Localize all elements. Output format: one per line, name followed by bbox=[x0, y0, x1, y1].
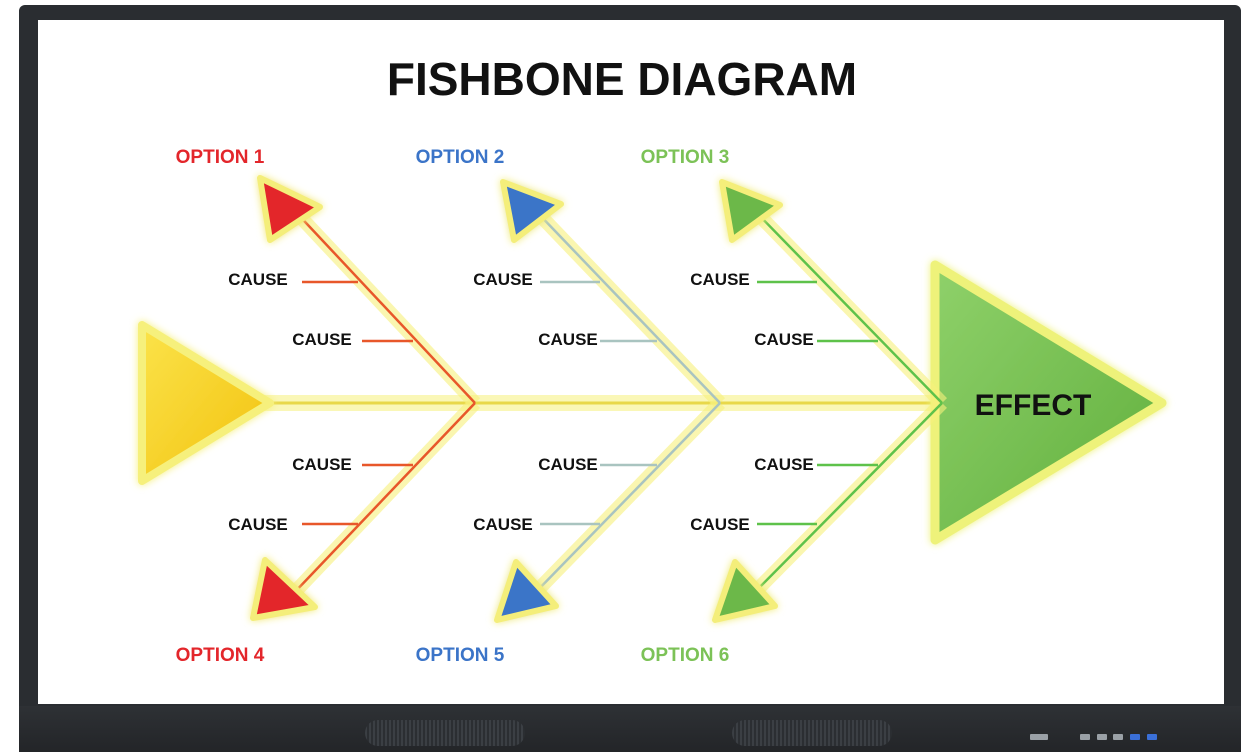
cause-label: CAUSE bbox=[690, 515, 750, 534]
cause-label: CAUSE bbox=[538, 330, 598, 349]
option-5-label: OPTION 5 bbox=[416, 645, 505, 666]
cause-label: CAUSE bbox=[228, 270, 288, 289]
io-port bbox=[1080, 734, 1090, 740]
option-2-label: OPTION 2 bbox=[416, 147, 505, 168]
option-3-label: OPTION 3 bbox=[641, 147, 730, 168]
cause-label: CAUSE bbox=[473, 515, 533, 534]
right-speaker-grille bbox=[732, 720, 892, 746]
option-2-arrowhead bbox=[500, 179, 564, 243]
option-4-arrowhead bbox=[250, 557, 318, 621]
cause-label: CAUSE bbox=[690, 270, 750, 289]
option-4-label: OPTION 4 bbox=[176, 645, 265, 666]
io-port bbox=[1097, 734, 1107, 740]
fish-head-triangle bbox=[138, 321, 274, 485]
monitor-bottom-bezel bbox=[19, 706, 1241, 752]
branch-green bbox=[712, 179, 948, 623]
usb-port bbox=[1130, 734, 1140, 740]
effect-label: EFFECT bbox=[975, 389, 1092, 422]
cause-label: CAUSE bbox=[292, 455, 352, 474]
cause-label: CAUSE bbox=[473, 270, 533, 289]
option-5-arrowhead bbox=[494, 559, 559, 623]
cause-label: CAUSE bbox=[292, 330, 352, 349]
branch-blue bbox=[494, 179, 726, 623]
option-1-arrowhead bbox=[257, 175, 323, 243]
option-3-arrowhead bbox=[719, 179, 783, 243]
cause-label: CAUSE bbox=[228, 515, 288, 534]
option-6-label: OPTION 6 bbox=[641, 645, 730, 666]
cause-label: CAUSE bbox=[538, 455, 598, 474]
option-1-label: OPTION 1 bbox=[176, 147, 265, 168]
branch-red bbox=[250, 175, 481, 621]
option-6-arrowhead bbox=[712, 559, 778, 623]
io-port bbox=[1030, 734, 1048, 740]
diagram-title: FISHBONE DIAGRAM bbox=[387, 53, 857, 105]
cause-label: CAUSE bbox=[754, 455, 814, 474]
io-port bbox=[1113, 734, 1123, 740]
left-speaker-grille bbox=[365, 720, 525, 746]
cause-label: CAUSE bbox=[754, 330, 814, 349]
usb-port bbox=[1147, 734, 1157, 740]
